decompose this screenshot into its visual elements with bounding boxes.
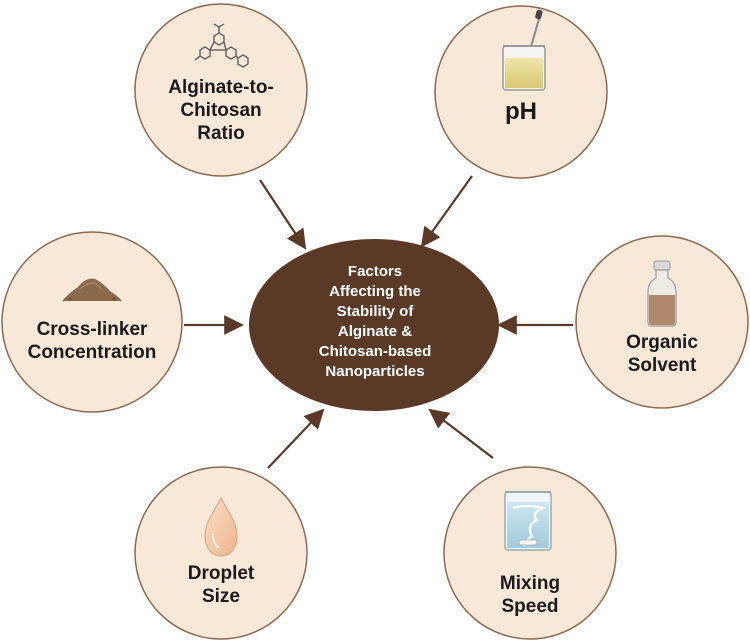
- center-label: Factors Affecting the Stability of Algin…: [318, 263, 432, 380]
- arrow-mixing: [428, 408, 494, 459]
- solvent-bottle-icon: [647, 260, 677, 327]
- node-crosslinker: [1, 231, 183, 413]
- vortex-beaker-icon: [504, 491, 552, 551]
- label-droplet: Droplet Size: [187, 563, 255, 607]
- powder-pile-icon: [62, 278, 122, 301]
- label-ratio: Alginate-to- Chitosan Ratio: [168, 77, 274, 144]
- arrow-droplet: [267, 408, 325, 469]
- label-solvent: Organic Solvent: [626, 332, 698, 376]
- droplet-icon: [204, 496, 238, 557]
- node-mixing: [443, 466, 617, 640]
- label-ph: pH: [505, 98, 537, 125]
- label-mixing: Mixing Speed: [499, 573, 561, 617]
- node-ph: [434, 5, 608, 179]
- arrows: [184, 175, 573, 469]
- label-crosslinker: Cross-linker Concentration: [27, 319, 157, 363]
- molecule-icon: [194, 23, 249, 68]
- arrow-ph: [420, 175, 473, 248]
- node-ratio: [134, 3, 308, 177]
- arrow-ratio: [259, 179, 307, 250]
- beaker-dropper-icon: [502, 9, 546, 91]
- center-node: [249, 239, 499, 411]
